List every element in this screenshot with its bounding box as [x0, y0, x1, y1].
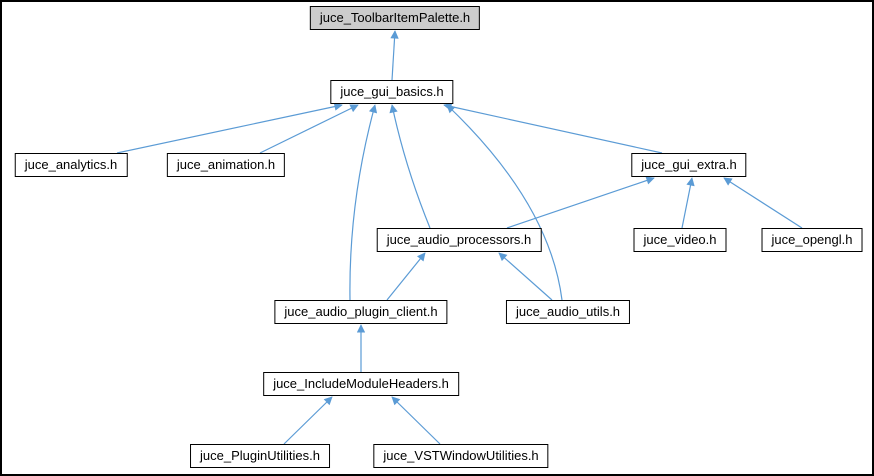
dependency-edge	[681, 177, 695, 229]
graph-node-juce-vstwindowutilities-h[interactable]: juce_VSTWindowUtilities.h	[373, 444, 549, 468]
dependency-edge	[443, 102, 663, 154]
graph-node-juce-audio-utils-h[interactable]: juce_audio_utils.h	[505, 300, 631, 324]
graph-node-juce-opengl-h[interactable]: juce_opengl.h	[761, 228, 863, 252]
graph-node-juce-pluginutilities-h[interactable]: juce_PluginUtilities.h	[190, 444, 330, 468]
graph-node-juce-includemoduleheaders-h[interactable]: juce_IncludeModuleHeaders.h	[263, 372, 459, 396]
dependency-edge	[506, 176, 655, 229]
graph-node-juce-gui-basics-h[interactable]: juce_gui_basics.h	[330, 80, 454, 104]
dependency-edge	[723, 177, 803, 229]
graph-node-juce-analytics-h[interactable]: juce_analytics.h	[14, 153, 128, 177]
graph-node-juce-audio-processors-h[interactable]: juce_audio_processors.h	[376, 228, 542, 252]
graph-node-juce-animation-h[interactable]: juce_animation.h	[166, 153, 286, 177]
dependency-edge	[391, 396, 441, 445]
dependency-edge	[116, 102, 343, 154]
graph-node-juce-gui-extra-h[interactable]: juce_gui_extra.h	[631, 153, 747, 177]
dependency-edge	[390, 30, 399, 81]
dependency-edge	[259, 104, 359, 154]
graph-node-juce-audio-plugin-client-h[interactable]: juce_audio_plugin_client.h	[274, 300, 448, 324]
dependency-edge	[283, 396, 333, 445]
dependency-edge	[498, 252, 553, 301]
dependency-edge	[446, 104, 563, 301]
dependency-edge	[349, 104, 378, 301]
graph-node-juce-toolbaritempalette-h: juce_ToolbarItemPalette.h	[309, 6, 481, 30]
dependency-edge	[386, 252, 426, 301]
graph-node-juce-video-h[interactable]: juce_video.h	[633, 228, 727, 252]
dependency-edge	[389, 104, 431, 229]
